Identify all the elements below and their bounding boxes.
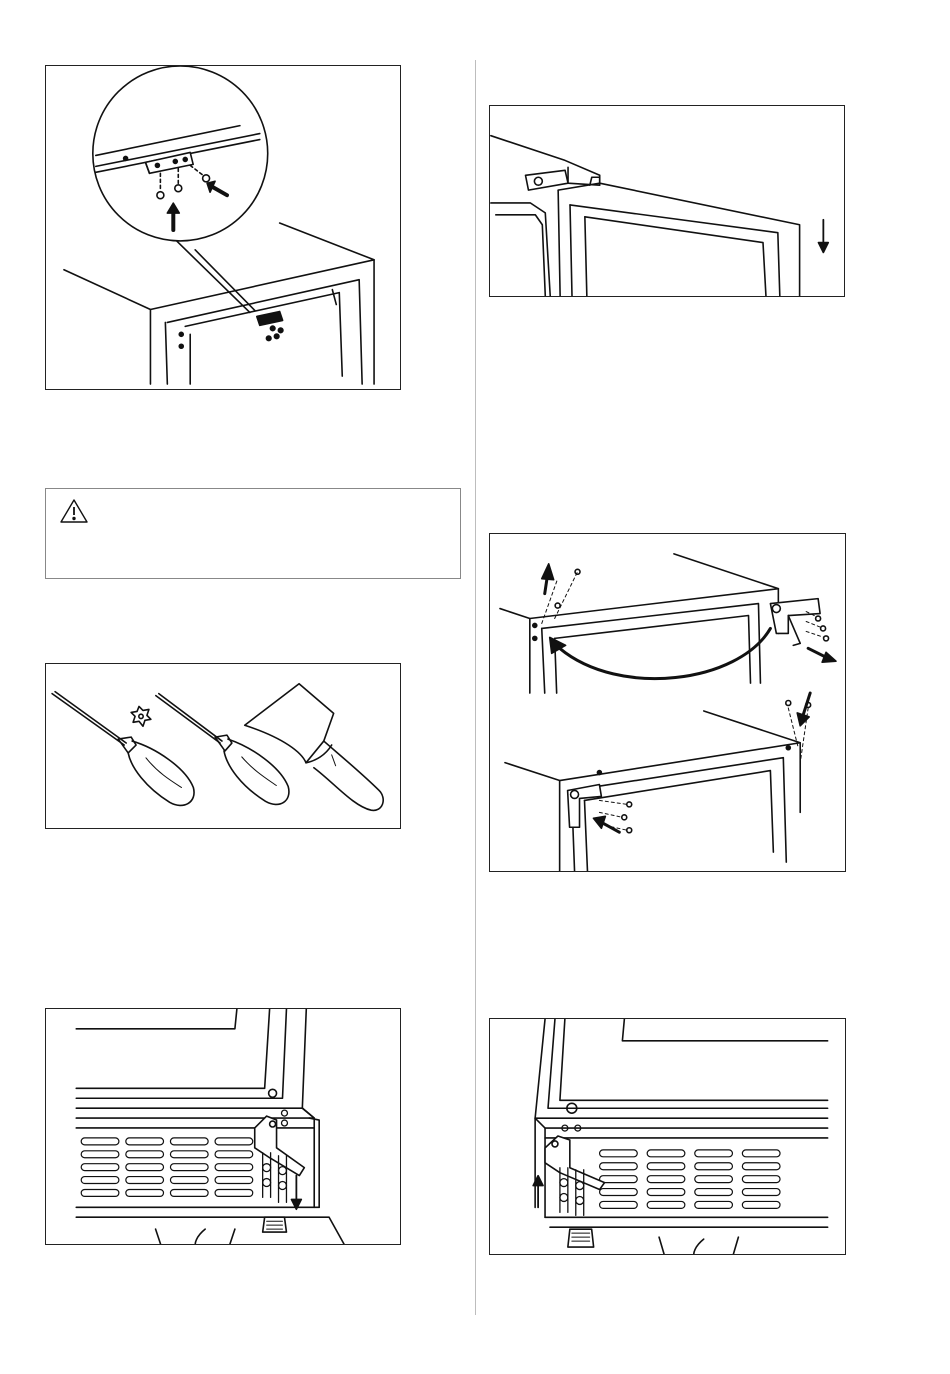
top-hinge-detail-figure <box>45 65 401 390</box>
bottom-hinge-refit-figure <box>489 1018 846 1255</box>
bottom-hinge-removal-figure <box>45 1008 401 1245</box>
warning-notice-box <box>45 488 461 579</box>
warning-triangle-icon <box>59 498 89 524</box>
door-lowered-figure <box>489 105 845 297</box>
hinge-relocation-figure <box>489 533 846 872</box>
required-tools-figure <box>45 663 401 829</box>
column-divider <box>475 60 476 1315</box>
